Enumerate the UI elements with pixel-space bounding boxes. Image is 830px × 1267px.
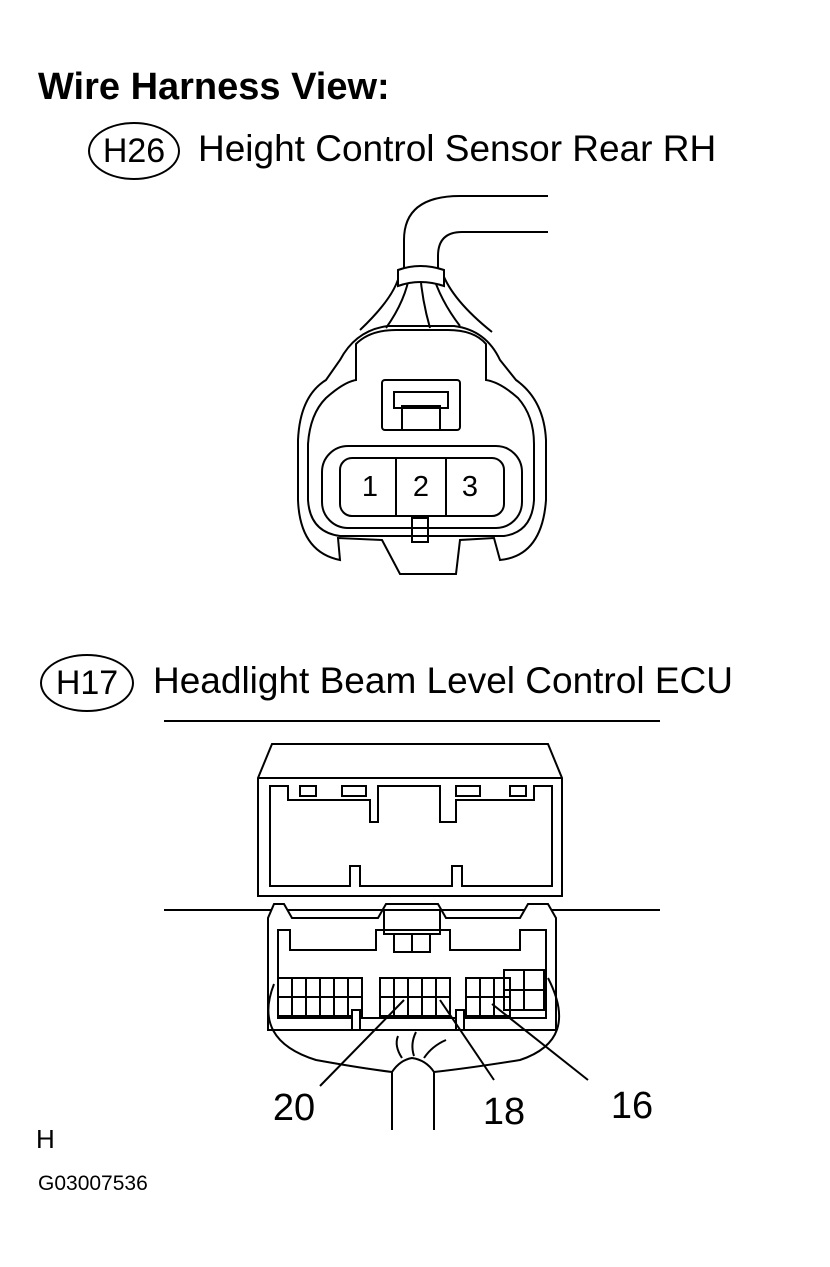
connector-code-h17: H17 <box>40 654 134 712</box>
leader-line-16 <box>491 1003 589 1081</box>
harness-loop <box>267 977 561 1130</box>
cavity-block-right <box>465 969 545 1017</box>
leader-line-20 <box>319 999 405 1087</box>
connector-name-h26: Height Control Sensor Rear RH <box>198 128 717 169</box>
ecu-receptacle <box>257 743 563 897</box>
connector-name-h17: Headlight Beam Level Control ECU <box>153 660 733 701</box>
connector-body <box>297 325 547 575</box>
callout-pin-18: 18 <box>483 1091 525 1133</box>
diagram-heading: Wire Harness View: <box>38 66 390 108</box>
leader-line-18 <box>439 999 495 1081</box>
callout-pin-16: 16 <box>611 1085 653 1127</box>
cavity-block-left <box>277 977 363 1017</box>
sensor-pin-3-label: 3 <box>462 471 478 503</box>
sensor-pin-1-label: 1 <box>362 471 378 503</box>
harness-wire <box>403 195 548 272</box>
footer-letter: H <box>36 1124 55 1154</box>
sensor-pin-2-label: 2 <box>413 471 429 503</box>
connector-code-h26: H26 <box>88 122 180 180</box>
cavity-block-middle <box>379 977 451 1017</box>
pin-housing <box>339 457 505 517</box>
sensor-connector-drawing <box>297 195 548 575</box>
ecu-connector-drawing <box>164 720 660 1130</box>
wire-strands <box>359 271 493 333</box>
callout-pin-20: 20 <box>273 1087 315 1129</box>
figure-id: G03007536 <box>38 1172 148 1195</box>
ecu-harness-connector <box>267 903 557 1031</box>
